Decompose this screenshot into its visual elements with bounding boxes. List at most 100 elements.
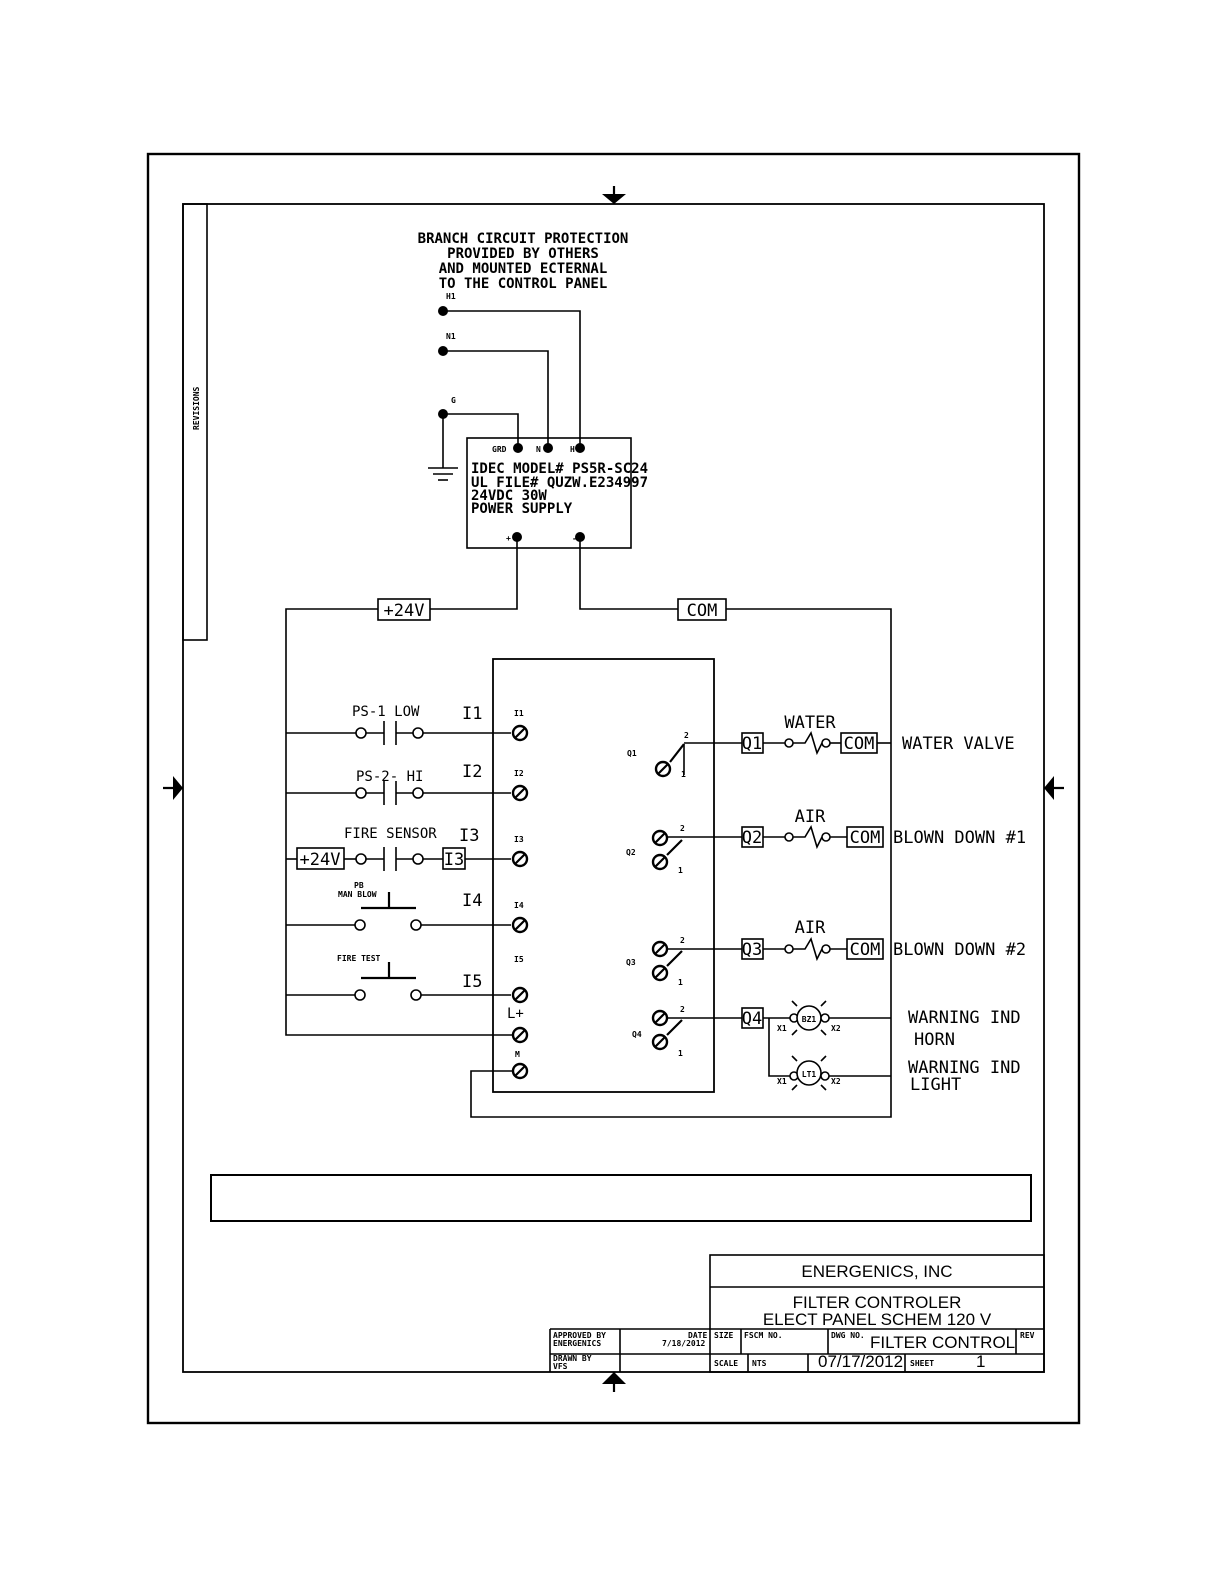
input-3-device: FIRE SENSOR xyxy=(344,826,437,842)
tb-date-approved: 7/18/2012 xyxy=(662,1339,706,1348)
tb-size-label: SIZE xyxy=(714,1331,733,1340)
tb-title-1: FILTER CONTROLER xyxy=(793,1293,962,1312)
light-x2: X2 xyxy=(831,1077,841,1086)
notes-box xyxy=(210,1174,1032,1222)
tb-date: 07/17/2012 xyxy=(818,1352,903,1371)
indicator-light: LT1 X1 X2 WARNING IND LIGHT xyxy=(777,1055,1021,1095)
output-q3: Q3 2 1 Q3 AIR COM BLOWN DOWN #2 xyxy=(626,918,1026,987)
title-block: ENERGENICS, INC FILTER CONTROLER ELECT P… xyxy=(549,1254,1045,1373)
tb-rev-label: REV xyxy=(1020,1331,1035,1340)
tb-approved-by: ENERGENICS xyxy=(553,1339,601,1348)
input-3-tag: I3 xyxy=(459,826,479,846)
q2-pin-bottom: 1 xyxy=(678,866,683,875)
input-5-device: FIRE TEST xyxy=(337,954,381,963)
input-4-tag: I4 xyxy=(462,891,482,911)
input-5-tag: I5 xyxy=(462,972,482,992)
light-label-2: LIGHT xyxy=(910,1075,961,1095)
input-3-terminal: I3 xyxy=(514,835,524,844)
q3-pin-bottom: 1 xyxy=(678,978,683,987)
branch-note-line-4: TO THE CONTROL PANEL xyxy=(439,276,608,292)
q3-pin-top: 2 xyxy=(680,936,685,945)
branch-note-line-1: BRANCH CIRCUIT PROTECTION xyxy=(418,231,629,247)
revisions-label: REVISIONS xyxy=(192,386,201,430)
input-rung-5: FIRE TEST I5 I5 xyxy=(286,954,529,1004)
center-marks xyxy=(163,186,1064,1392)
q1-pin-top: 2 xyxy=(684,731,689,740)
bus-label-com: COM xyxy=(687,601,718,621)
q3-load: BLOWN DOWN #2 xyxy=(893,940,1026,960)
q2-box: Q2 xyxy=(742,828,762,848)
tb-dwg-no: FILTER CONTROL xyxy=(870,1333,1015,1352)
q1-box: Q1 xyxy=(742,734,762,754)
input-2-tag: I2 xyxy=(462,762,482,782)
light-label-1: WARNING IND xyxy=(908,1058,1021,1078)
branch-note-line-2: PROVIDED BY OTHERS xyxy=(447,246,599,262)
ps-term-h: H xyxy=(570,445,575,454)
horn-tag: BZ1 xyxy=(802,1015,817,1024)
ps-line-1: IDEC MODEL# PS5R-SC24 xyxy=(471,461,648,477)
q1-load: WATER VALVE xyxy=(902,734,1015,754)
tb-approved-by-label: APPROVED BY xyxy=(553,1331,606,1340)
q1-pin-bottom: 1 xyxy=(681,770,686,779)
branch-circuit-note: BRANCH CIRCUIT PROTECTION PROVIDED BY OT… xyxy=(418,231,629,292)
input-rung-4: PB MAN BLOW I4 I4 xyxy=(286,881,529,934)
q2-device: AIR xyxy=(795,807,826,827)
input-1-tag: I1 xyxy=(462,704,482,724)
q4-pin-top: 2 xyxy=(680,1005,685,1014)
inner-border xyxy=(182,203,1045,1373)
input-3-source: +24V xyxy=(300,850,341,870)
input-5-terminal: I5 xyxy=(514,955,524,964)
q1-com: COM xyxy=(844,734,875,754)
light-x1: X1 xyxy=(777,1077,787,1086)
outer-border xyxy=(146,152,1081,1425)
tb-scale-label: SCALE xyxy=(714,1359,738,1368)
q2-pin-top: 2 xyxy=(680,824,685,833)
tb-drawn-by-label: DRAWN BY xyxy=(553,1354,592,1363)
input-4-device-top: PB xyxy=(354,881,364,890)
plc-power-terminals: L+ M xyxy=(507,1006,529,1080)
input-4-device: MAN BLOW xyxy=(338,890,377,899)
output-q1: Q1 2 1 Q1 WATER COM WATER VALVE xyxy=(627,713,1015,779)
q3-device: AIR xyxy=(795,918,826,938)
q1-device: WATER xyxy=(784,713,836,733)
input-1-device: PS-1 LOW xyxy=(352,704,420,720)
revisions-strip xyxy=(182,203,208,641)
bus-label-plus24: +24V xyxy=(384,601,425,621)
horn-label-2: HORN xyxy=(914,1030,955,1050)
branch-note-line-3: AND MOUNTED ECTERNAL xyxy=(439,261,608,277)
plc-m-label: M xyxy=(515,1050,520,1059)
input-rung-2: PS-2- HI I2 I2 xyxy=(286,762,529,805)
ps-line-4: POWER SUPPLY xyxy=(471,501,573,517)
input-3-box: I3 xyxy=(444,850,464,870)
tb-sheet-label: SHEET xyxy=(910,1359,934,1368)
input-2-device: PS-2- HI xyxy=(356,769,423,785)
horn-x1: X1 xyxy=(777,1024,787,1033)
q2-terminal: Q2 xyxy=(626,848,636,857)
plc-module xyxy=(492,658,715,1093)
input-1-terminal: I1 xyxy=(514,709,524,718)
ps-term-plus: + xyxy=(506,534,511,543)
supply-feeds: H1 N1 G xyxy=(428,292,581,481)
ps-line-3: 24VDC 30W xyxy=(471,488,547,504)
power-supply: GRD N H IDEC MODEL# PS5R-SC24 UL FILE# Q… xyxy=(466,437,648,549)
q1-terminal: Q1 xyxy=(627,749,637,758)
q2-com: COM xyxy=(850,828,881,848)
tb-title-2: ELECT PANEL SCHEM 120 V xyxy=(763,1310,992,1329)
input-4-terminal: I4 xyxy=(514,901,524,910)
q3-terminal: Q3 xyxy=(626,958,636,967)
input-2-terminal: I2 xyxy=(514,769,524,778)
tb-sheet: 1 xyxy=(976,1352,985,1371)
q4-box: Q4 xyxy=(742,1009,762,1029)
ps-line-2: UL FILE# QUZW.E234997 xyxy=(471,475,648,491)
q3-com: COM xyxy=(850,940,881,960)
tb-dwg-label: DWG NO. xyxy=(831,1331,865,1340)
ps-term-grd: GRD xyxy=(492,445,507,454)
feed-label-n1: N1 xyxy=(446,332,456,341)
plc-lplus-label: L+ xyxy=(507,1006,524,1022)
ps-term-minus: - xyxy=(572,534,577,543)
feed-label-g: G xyxy=(451,396,456,405)
q3-box: Q3 xyxy=(742,940,762,960)
tb-company: ENERGENICS, INC xyxy=(801,1262,952,1281)
input-rung-3: FIRE SENSOR I3 +24V I3 I3 xyxy=(286,826,529,871)
